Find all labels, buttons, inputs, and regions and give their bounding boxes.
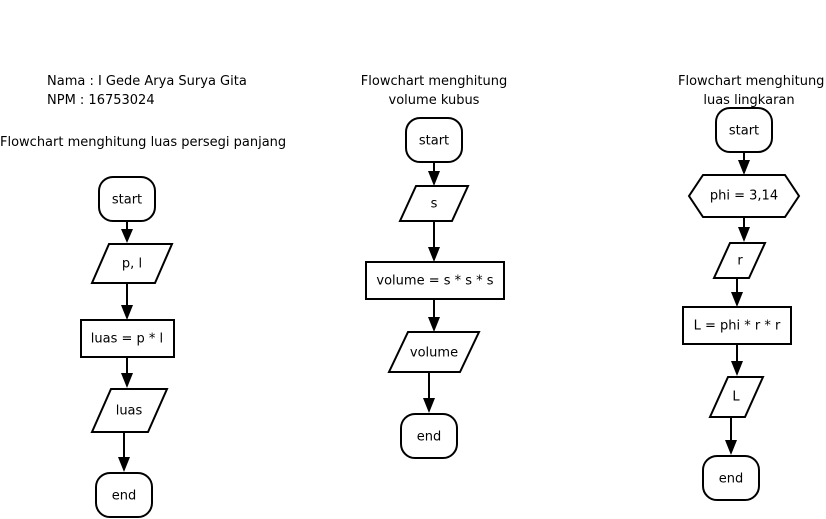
node-c3-input[interactable]: r	[712, 242, 767, 279]
node-c2-end[interactable]: end	[400, 413, 458, 459]
node-label: luas	[116, 404, 143, 419]
connector-c1-proc-output	[121, 357, 133, 388]
node-c1-proc[interactable]: luas = p * l	[80, 319, 175, 358]
flowchart-title-luas-lingkaran: Flowchart menghitung luas lingkaran	[678, 72, 824, 110]
connector-c3-input-proc	[731, 278, 743, 307]
node-label: end	[417, 430, 442, 445]
flowchart-title-persegi-panjang: Flowchart menghitung luas persegi panjan…	[0, 135, 287, 150]
connector-c2-input-proc	[428, 221, 440, 262]
connector-c3-proc-output	[731, 344, 743, 376]
connector-c3-prep-input	[738, 217, 750, 242]
flowchart-title-volume-kubus: Flowchart menghitung volume kubus	[354, 72, 514, 110]
student-name-text: Nama : I Gede Arya Surya Gita	[47, 74, 247, 89]
title-line-1: Flowchart menghitung	[360, 74, 508, 89]
node-label: s	[431, 197, 438, 212]
node-label: end	[719, 472, 744, 487]
connector-c2-output-end	[423, 372, 435, 413]
flowchart-luas-lingkaran: start phi = 3,14 r	[682, 107, 801, 501]
node-label: volume = s * s * s	[376, 274, 493, 289]
connector-c2-start-input	[428, 162, 440, 186]
node-c3-prep[interactable]: phi = 3,14	[687, 174, 801, 218]
flowchart-volume-kubus: start s volume = s * s * s	[365, 117, 505, 459]
connector-c1-start-input	[121, 221, 133, 243]
connector-c3-start-prep	[738, 152, 750, 175]
title-line-2: volume kubus	[388, 93, 480, 108]
node-label: start	[419, 134, 449, 149]
node-c1-start[interactable]: start	[98, 176, 156, 222]
node-c1-end[interactable]: end	[95, 472, 153, 518]
connector-c2-proc-output	[428, 299, 440, 332]
node-c2-output[interactable]: volume	[387, 331, 481, 373]
node-label: L = phi * r * r	[694, 319, 781, 334]
connector-c1-input-proc	[121, 283, 133, 320]
flowchart-persegi-panjang: start p, l luas = p * l	[80, 176, 175, 518]
node-c3-start[interactable]: start	[715, 107, 773, 153]
node-c1-output[interactable]: luas	[90, 388, 169, 433]
node-label: phi = 3,14	[710, 189, 778, 204]
node-c2-start[interactable]: start	[405, 117, 463, 163]
title-line-2: luas lingkaran	[703, 93, 795, 108]
node-c2-input[interactable]: s	[398, 185, 470, 222]
node-c1-input[interactable]: p, l	[90, 243, 174, 284]
node-label: p, l	[122, 257, 142, 272]
node-c3-output[interactable]: L	[708, 376, 765, 418]
node-c3-proc[interactable]: L = phi * r * r	[682, 306, 792, 345]
node-label: L	[732, 390, 740, 405]
node-label: r	[737, 254, 743, 269]
node-label: start	[112, 193, 142, 208]
node-label: volume	[410, 346, 458, 361]
node-label: luas = p * l	[91, 332, 163, 347]
node-c2-proc[interactable]: volume = s * s * s	[365, 261, 505, 300]
title-line-1: Flowchart menghitung	[678, 74, 825, 89]
node-label: end	[112, 489, 137, 504]
node-c3-end[interactable]: end	[702, 455, 760, 501]
node-label: start	[729, 124, 759, 139]
connector-c1-output-end	[118, 432, 130, 472]
student-npm-text: NPM : 16753024	[47, 93, 155, 108]
connector-c3-output-end	[725, 417, 737, 455]
